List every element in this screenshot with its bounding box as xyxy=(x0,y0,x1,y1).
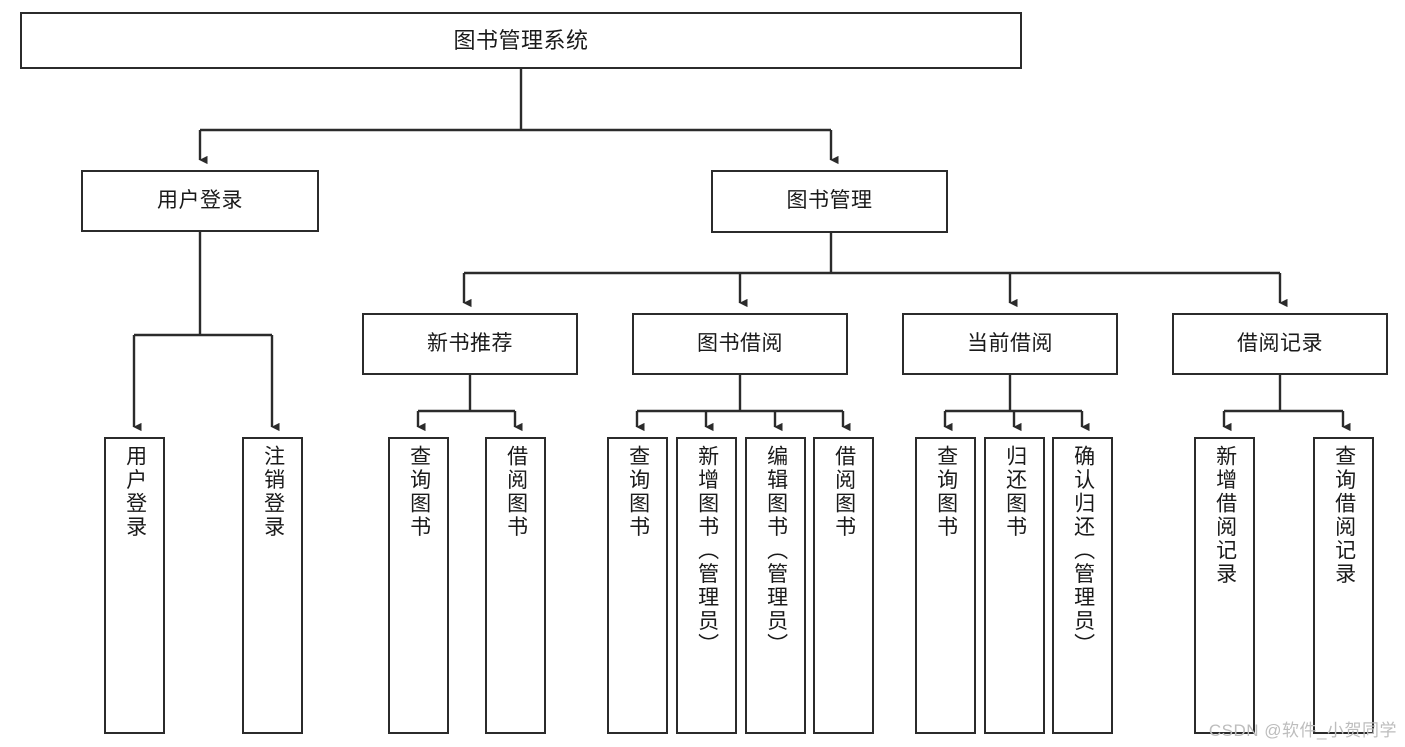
node-root-book-management-system[interactable]: 图书管理系统 xyxy=(20,12,1022,69)
node-leaf-edit-book[interactable]: 编辑图书（管理员） xyxy=(745,437,806,734)
node-label: 新增图书（管理员） xyxy=(695,445,719,657)
node-leaf-query-book-borrow[interactable]: 查询图书 xyxy=(607,437,668,734)
node-leaf-query-book-recommend[interactable]: 查询图书 xyxy=(388,437,449,734)
node-leaf-borrow-book-recommend[interactable]: 借阅图书 xyxy=(485,437,546,734)
node-new-book-recommend[interactable]: 新书推荐 xyxy=(362,313,578,375)
node-label: 用户登录 xyxy=(157,188,243,212)
node-label: 确认归还（管理员） xyxy=(1071,445,1095,657)
node-label: 查询图书 xyxy=(934,445,958,539)
node-book-borrow[interactable]: 图书借阅 xyxy=(632,313,848,375)
node-leaf-user-logout[interactable]: 注销登录 xyxy=(242,437,303,734)
node-label: 图书管理 xyxy=(786,189,873,213)
node-label: 新增借阅记录 xyxy=(1213,445,1237,586)
node-label: 新书推荐 xyxy=(427,331,513,355)
node-label: 借阅图书 xyxy=(832,445,856,539)
node-leaf-borrow-book[interactable]: 借阅图书 xyxy=(813,437,874,734)
node-leaf-query-borrow-record[interactable]: 查询借阅记录 xyxy=(1313,437,1374,734)
node-borrow-record[interactable]: 借阅记录 xyxy=(1172,313,1388,375)
node-label: 借阅记录 xyxy=(1237,331,1323,355)
node-label: 查询图书 xyxy=(407,445,431,539)
node-leaf-add-book[interactable]: 新增图书（管理员） xyxy=(676,437,737,734)
node-current-borrow[interactable]: 当前借阅 xyxy=(902,313,1118,375)
node-book-management[interactable]: 图书管理 xyxy=(711,170,948,233)
node-user-login[interactable]: 用户登录 xyxy=(81,170,319,232)
node-label: 注销登录 xyxy=(261,445,285,539)
node-label: 图书借阅 xyxy=(697,331,783,355)
node-leaf-add-borrow-record[interactable]: 新增借阅记录 xyxy=(1194,437,1255,734)
node-label: 查询借阅记录 xyxy=(1332,445,1356,586)
node-leaf-return-book[interactable]: 归还图书 xyxy=(984,437,1045,734)
node-leaf-query-book-current[interactable]: 查询图书 xyxy=(915,437,976,734)
node-label: 图书管理系统 xyxy=(453,27,589,53)
watermark: CSDN @软件_小贺同学 xyxy=(1208,721,1397,740)
node-label: 归还图书 xyxy=(1003,445,1027,539)
node-label: 借阅图书 xyxy=(504,445,528,539)
node-label: 编辑图书（管理员） xyxy=(764,445,788,657)
node-label: 当前借阅 xyxy=(967,331,1053,355)
node-leaf-user-login[interactable]: 用户登录 xyxy=(104,437,165,734)
node-leaf-confirm-return[interactable]: 确认归还（管理员） xyxy=(1052,437,1113,734)
node-label: 查询图书 xyxy=(626,445,650,539)
node-label: 用户登录 xyxy=(123,445,147,539)
